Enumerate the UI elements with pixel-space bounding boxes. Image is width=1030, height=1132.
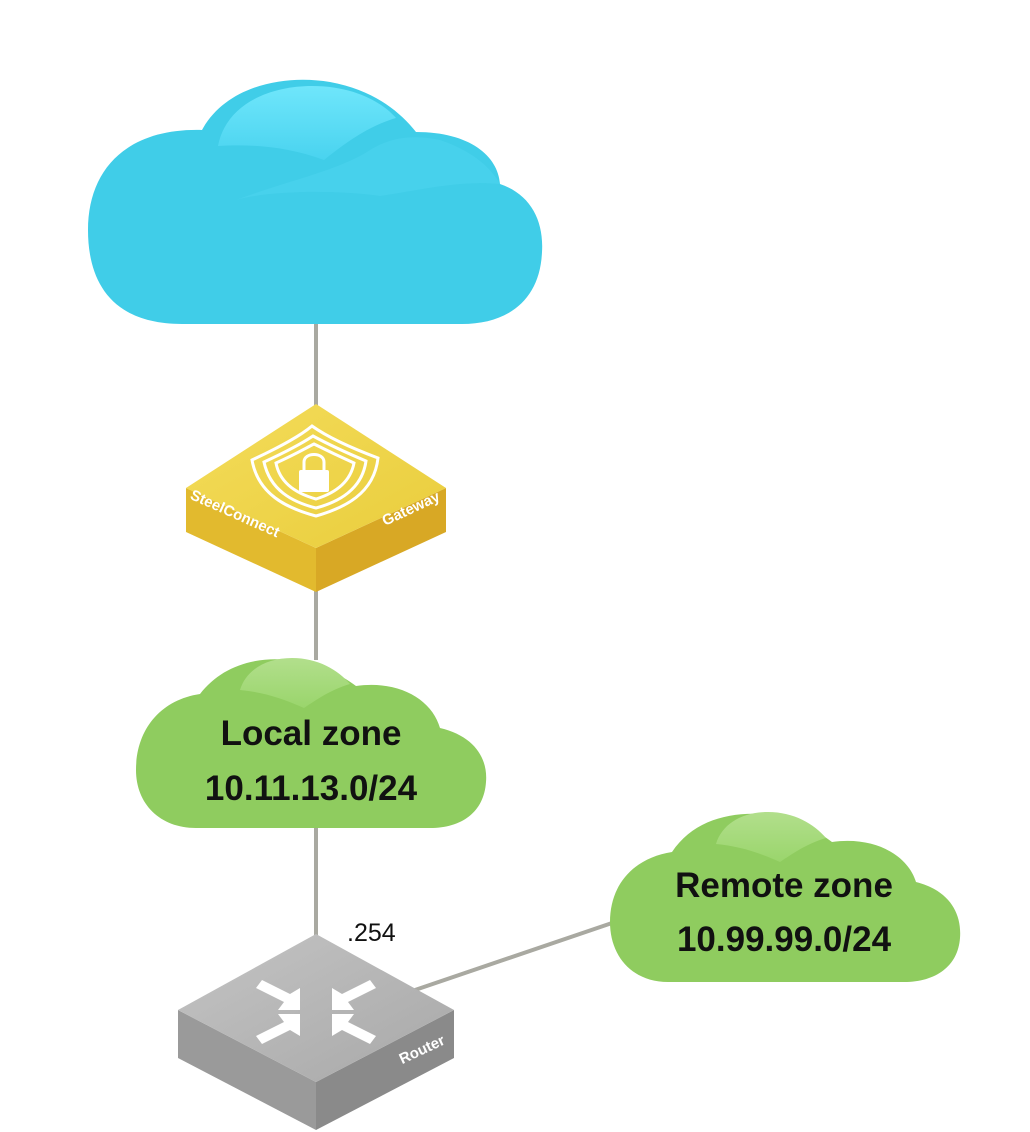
router-interface-address: .254 (347, 919, 396, 947)
remote-zone-cloud: Remote zone 10.99.99.0/24 (610, 812, 961, 982)
local-zone-cloud-body (136, 659, 487, 828)
remote-zone-cloud-body (610, 813, 961, 982)
router-device: Router .254 (178, 919, 454, 1130)
local-zone-cloud-highlight (240, 658, 350, 708)
internet-cloud-highlight (218, 86, 396, 160)
remote-zone-cloud-highlight (716, 812, 826, 862)
lock-shackle-icon (302, 453, 326, 472)
remote-zone-subnet: 10.99.99.0/24 (677, 920, 892, 959)
router-side-left (178, 1010, 316, 1130)
local-zone-subnet: 10.11.13.0/24 (205, 769, 418, 808)
remote-zone-name: Remote zone (675, 866, 893, 905)
link-router-remote-zone (414, 921, 613, 992)
gateway-side-left (186, 488, 316, 592)
router-arrows-icon (256, 980, 376, 1044)
links (314, 322, 613, 992)
local-zone-name: Local zone (221, 714, 402, 753)
gateway-device: SteelConnect Gateway (186, 404, 446, 592)
gateway-side-right (316, 488, 446, 592)
router-top (178, 934, 454, 1082)
local-zone-cloud: Local zone 10.11.13.0/24 (136, 658, 487, 828)
shield-lock-icon (250, 424, 380, 518)
internet-cloud-inner-fold (236, 137, 500, 200)
router-side-right (316, 1010, 454, 1130)
lock-body-icon (299, 470, 329, 492)
internet-cloud (88, 79, 543, 325)
